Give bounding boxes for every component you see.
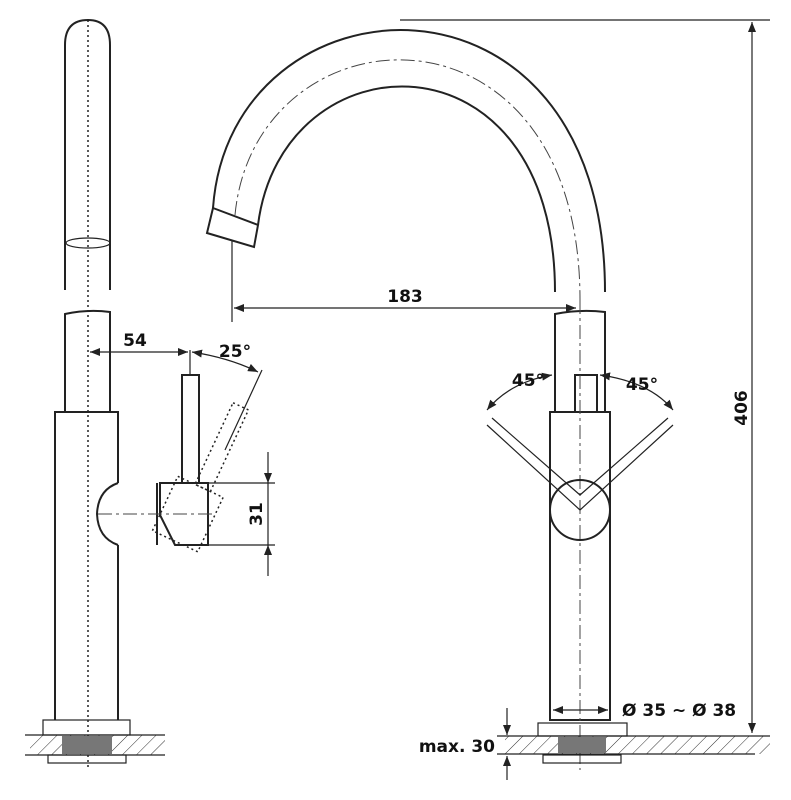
lever-rotated-ghost xyxy=(151,401,250,553)
spout-axis xyxy=(234,59,581,301)
dim-arc-45-left xyxy=(486,372,553,411)
base-flange-side xyxy=(42,719,131,736)
side-view: 54 25° 31 xyxy=(25,18,275,770)
lever-positions xyxy=(486,417,674,511)
spout-inner xyxy=(257,85,556,293)
dim-arc-25 xyxy=(191,349,259,373)
body-side xyxy=(54,411,119,720)
lever-hub-front xyxy=(549,479,611,541)
dim-label-31: 31 xyxy=(247,502,267,526)
dim-label-max-30: max. 30 xyxy=(419,737,495,757)
lever-hub xyxy=(95,482,119,546)
mount-thread-side xyxy=(62,736,112,754)
dim-label-45-right: 45° xyxy=(626,375,658,395)
dim-label-45-left: 45° xyxy=(512,371,544,391)
dim-label-183: 183 xyxy=(387,287,423,307)
spout-outer xyxy=(212,29,606,293)
mount-nut-front xyxy=(542,754,622,764)
dim-label-diameter: Ø 35 ~ Ø 38 xyxy=(622,701,736,721)
dim-label-406: 406 xyxy=(732,390,752,426)
mount-nut-side xyxy=(47,754,127,764)
spout-aerator xyxy=(205,206,260,249)
dim-arc-45-right xyxy=(599,372,674,411)
mount-thread-front xyxy=(558,737,606,753)
angle-extension-line xyxy=(224,369,263,451)
spout-section-cut xyxy=(65,237,111,249)
front-view: 183 45° 45° 406 Ø 35 ~ Ø 38 max. 30 xyxy=(205,19,770,780)
cartridge-stem xyxy=(574,374,598,413)
dim-label-54: 54 xyxy=(123,331,147,351)
base-flange-front xyxy=(537,722,628,737)
lever-handle xyxy=(181,374,200,484)
countertop-front xyxy=(505,736,770,754)
dim-label-25: 25° xyxy=(219,342,251,362)
